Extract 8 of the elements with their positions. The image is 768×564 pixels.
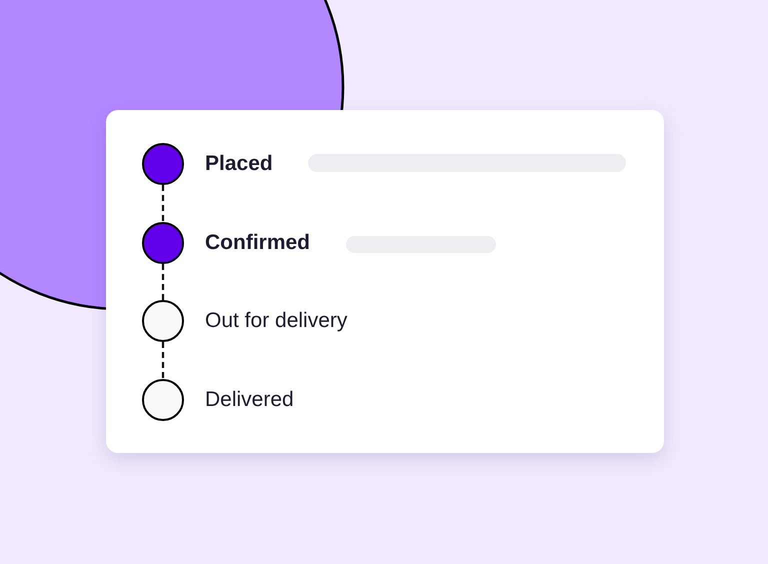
dashed-connector [162,185,164,222]
step-label: Confirmed [205,230,310,256]
step-label: Placed [205,151,273,177]
dashed-connector [162,264,164,300]
card [106,110,664,453]
step-label: Out for delivery [205,308,348,334]
dashed-connector [162,342,164,379]
step-label: Delivered [205,387,294,413]
